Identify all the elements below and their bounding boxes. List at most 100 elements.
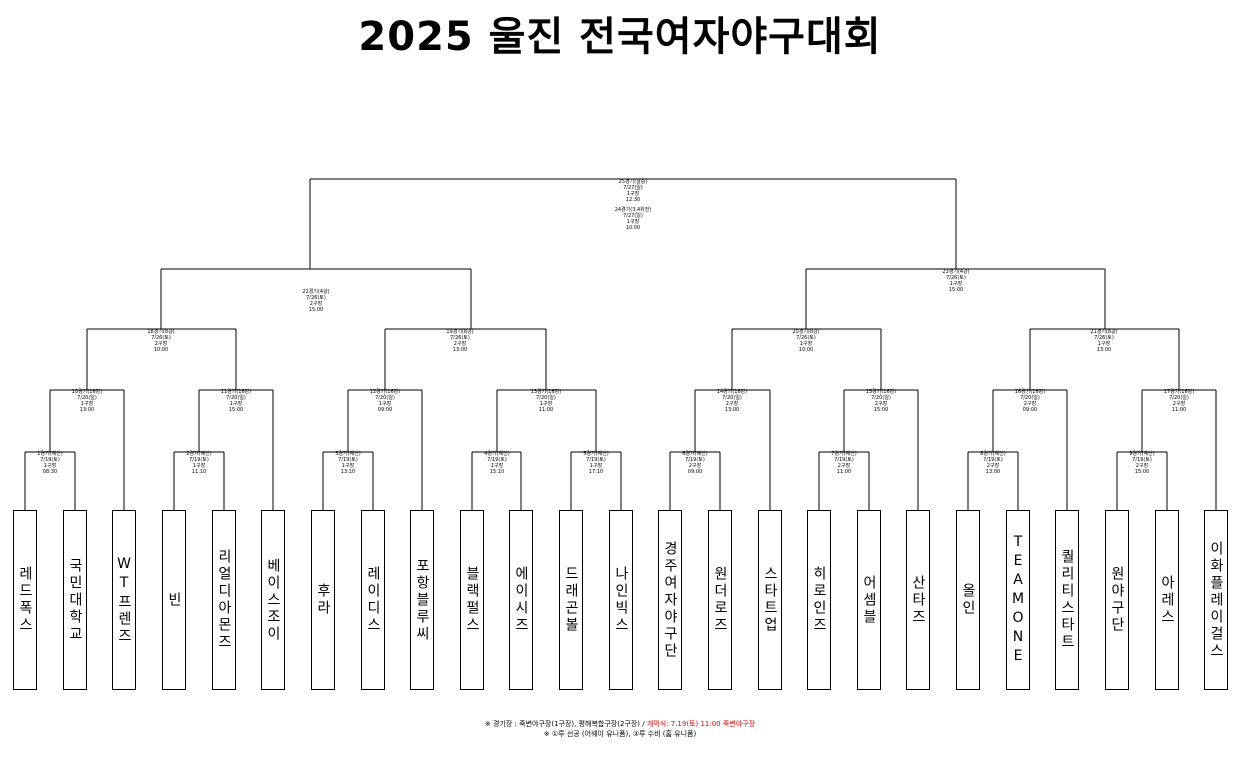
- team-name: 레이디스: [365, 566, 381, 634]
- match-field: 1구장: [378, 401, 392, 407]
- match-field: 1구장: [589, 463, 603, 469]
- match-label: 24경기(3,4위전): [614, 207, 652, 213]
- match-time: 13:00: [1096, 347, 1112, 353]
- match-field: 2구장: [986, 463, 1000, 469]
- match-field: 1구장: [1097, 341, 1111, 347]
- opening-ceremony-note: 개막식: 7.19(토) 11:00 죽변야구장: [646, 720, 756, 728]
- match-date: 7/20(일): [722, 395, 742, 401]
- team-box: 원야구단: [1105, 510, 1129, 690]
- match-date: 7/26(토): [450, 335, 470, 341]
- team-box: 나인빅스: [609, 510, 633, 690]
- match-field: 1구장: [341, 463, 355, 469]
- match-label: 12경기(16강): [369, 389, 401, 395]
- team-name: 아레스: [1159, 574, 1175, 626]
- match-date: 7/19(토): [834, 457, 854, 463]
- team-box: 이화플레이걸스: [1204, 510, 1228, 690]
- team-name: 후라: [315, 583, 331, 617]
- team-name: 산타즈: [910, 574, 926, 626]
- match-time: 10:00: [153, 347, 169, 353]
- match-label: 22경기(4강): [302, 289, 330, 295]
- team-name: 블랙펄스: [464, 566, 480, 634]
- match-time: 17:10: [588, 469, 604, 475]
- match-label: 6경기(예선): [682, 451, 708, 457]
- match-label: 4경기(예선): [484, 451, 510, 457]
- match-time: 15:10: [489, 469, 505, 475]
- match-date: 7/19(토): [1132, 457, 1152, 463]
- match-label: 1경기(예선): [37, 451, 63, 457]
- match-time: 09:00: [377, 407, 393, 413]
- match-field: 2구장: [837, 463, 851, 469]
- match-label: 19경기(8강): [446, 329, 474, 335]
- team-box: 스타트업: [758, 510, 782, 690]
- match-label: 9경기(예선): [1129, 451, 1155, 457]
- match-field: 2구장: [1172, 401, 1186, 407]
- match-label: 8경기(예선): [980, 451, 1006, 457]
- match-field: 1구장: [43, 463, 57, 469]
- team-box: 후라: [311, 510, 335, 690]
- team-name: 경주여자야구단: [662, 540, 678, 660]
- team-name: 국민대학교: [67, 557, 83, 643]
- team-box: 레이디스: [361, 510, 385, 690]
- team-box: 리얼디아몬즈: [212, 510, 236, 690]
- uniform-note: ※ ①루 선공 (어웨이 유니폼), ③루 수비 (홈 유니폼): [543, 730, 697, 738]
- team-box: 어셈블: [857, 510, 881, 690]
- team-name: 포항블루씨: [414, 557, 430, 643]
- match-label: 18경기(8강): [147, 329, 175, 335]
- match-label: 17경기(16강): [1163, 389, 1195, 395]
- match-label: 15경기(16강): [865, 389, 897, 395]
- match-time: 10:00: [625, 225, 641, 231]
- match-label: 25경기(결승): [618, 179, 648, 185]
- footer-notes: ※ 경기장 : 죽변야구장(1구장), 평해복합구장(2구장) / 개막식: 7…: [0, 719, 1240, 739]
- match-field: 1구장: [626, 191, 640, 197]
- team-name: 드래곤볼: [563, 566, 579, 634]
- match-field: 1구장: [799, 341, 813, 347]
- match-date: 7/19(토): [586, 457, 606, 463]
- match-label: 16경기(16강): [1014, 389, 1046, 395]
- match-time: 15:00: [873, 407, 889, 413]
- team-box: 국민대학교: [63, 510, 87, 690]
- team-name: 원야구단: [1109, 566, 1125, 634]
- match-label: 21경기(8강): [1090, 329, 1118, 335]
- match-time: 13:00: [452, 347, 468, 353]
- team-name: 나인빅스: [613, 566, 629, 634]
- match-label: 11경기(16강): [220, 389, 252, 395]
- match-field: 1구장: [229, 401, 243, 407]
- team-box: 빈: [162, 510, 186, 690]
- team-name: 레드폭스: [17, 566, 33, 634]
- team-name: 에이시즈: [513, 566, 529, 634]
- team-box: 올인: [956, 510, 980, 690]
- team-name: 히로인즈: [811, 566, 827, 634]
- match-time: 15:00: [948, 287, 964, 293]
- team-box: 원더로즈: [708, 510, 732, 690]
- team-box: 베이스조이: [261, 510, 285, 690]
- match-label: 10경기(16강): [71, 389, 103, 395]
- match-date: 7/26(토): [796, 335, 816, 341]
- match-date: 7/26(토): [151, 335, 171, 341]
- match-date: 7/19(토): [685, 457, 705, 463]
- match-date: 7/19(토): [189, 457, 209, 463]
- match-label: 14경기(16강): [716, 389, 748, 395]
- match-date: 7/19(토): [487, 457, 507, 463]
- match-field: 1구장: [80, 401, 94, 407]
- team-name: 리얼디아몬즈: [216, 549, 232, 651]
- team-name: 올인: [960, 583, 976, 617]
- team-box: 포항블루씨: [410, 510, 434, 690]
- match-field: 1구장: [192, 463, 206, 469]
- match-time: 09:00: [1022, 407, 1038, 413]
- match-date: 7/26(토): [946, 275, 966, 281]
